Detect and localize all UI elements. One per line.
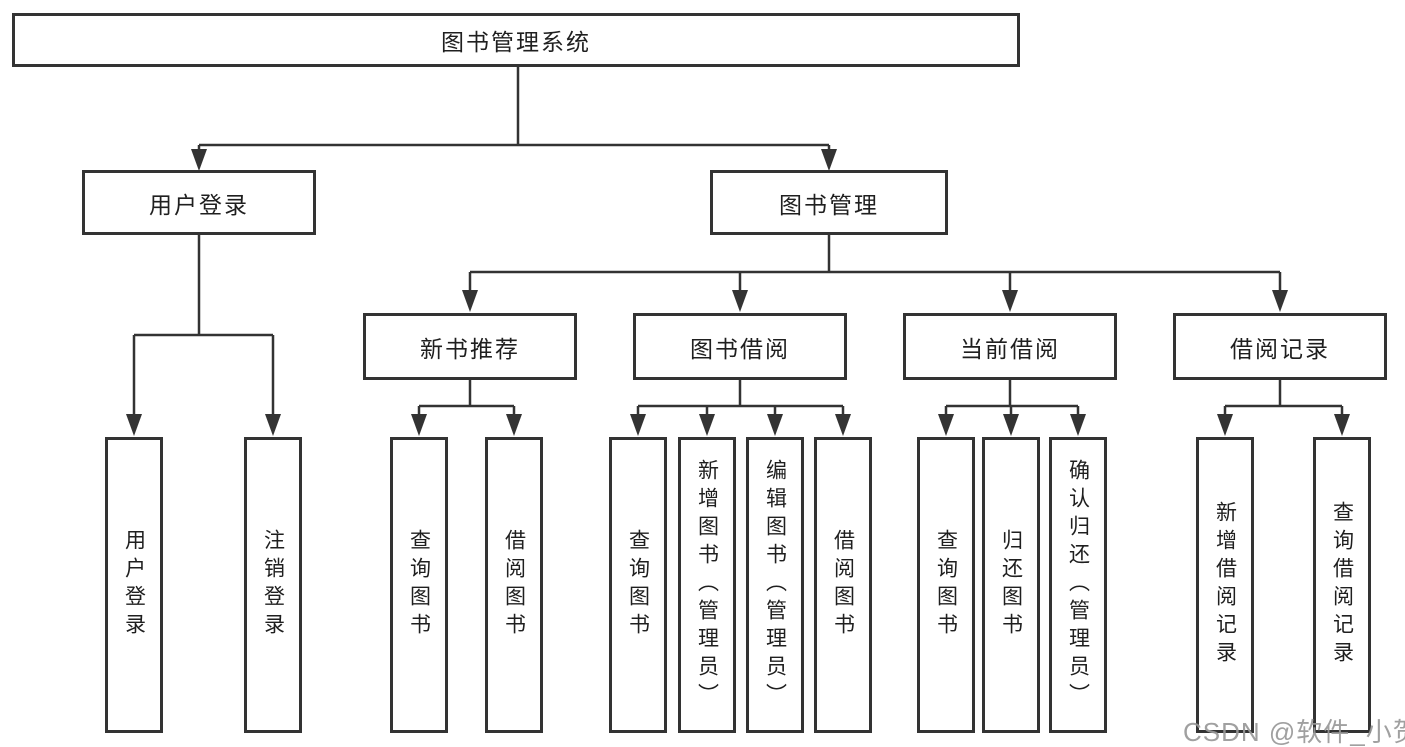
node-label: 当前借阅: [960, 335, 1060, 362]
node-book-management: 图书管理: [710, 170, 948, 235]
node-label: 图书借阅: [690, 335, 790, 362]
node-label: 归还图书: [999, 529, 1023, 641]
node-label: 借阅图书: [831, 529, 855, 641]
connector-book-mgmt-split: [468, 235, 1282, 292]
node-user-login: 用户登录: [82, 170, 316, 235]
connector-user-login-split: [132, 235, 275, 416]
node-label: 新增借阅记录: [1213, 501, 1237, 669]
node-label: 查询图书: [626, 529, 650, 641]
leaf-return-books: 归还图书: [982, 437, 1040, 733]
node-new-book-recommend: 新书推荐: [363, 313, 577, 380]
arrowheads-user-login: [126, 414, 281, 436]
leaf-query-borrow-record: 查询借阅记录: [1313, 437, 1371, 733]
node-label: 编辑图书（管理员）: [763, 459, 787, 711]
arrowheads-level2: [462, 290, 1288, 312]
node-label: 用户登录: [122, 529, 146, 641]
leaf-borrow-books: 借阅图书: [814, 437, 872, 733]
arrowheads-leaves: [411, 414, 1350, 436]
node-label: 注销登录: [261, 529, 285, 641]
leaf-query-books-recommend: 查询图书: [390, 437, 448, 733]
node-label: 借阅图书: [502, 529, 526, 641]
connector-current-borrow-split: [944, 380, 1080, 416]
node-book-borrowing: 图书借阅: [633, 313, 847, 380]
connector-new-books-split: [417, 380, 516, 416]
leaf-edit-books-admin: 编辑图书（管理员）: [746, 437, 804, 733]
csdn-watermark: CSDN @软件_小贺同学: [1183, 717, 1405, 747]
node-label: 图书管理: [779, 191, 879, 218]
node-label: 查询图书: [407, 529, 431, 641]
node-current-borrowing: 当前借阅: [903, 313, 1117, 380]
leaf-borrow-books-recommend: 借阅图书: [485, 437, 543, 733]
leaf-logout: 注销登录: [244, 437, 302, 733]
node-label: 新书推荐: [420, 335, 520, 362]
node-label: 用户登录: [149, 191, 249, 218]
leaf-add-books-admin: 新增图书（管理员）: [678, 437, 736, 733]
node-borrow-records: 借阅记录: [1173, 313, 1387, 380]
node-label: 图书管理系统: [441, 29, 591, 55]
leaf-query-books-borrowing: 查询图书: [609, 437, 667, 733]
leaf-confirm-return-admin: 确认归还（管理员）: [1049, 437, 1107, 733]
leaf-user-login: 用户登录: [105, 437, 163, 733]
node-label: 借阅记录: [1230, 335, 1330, 362]
arrowheads-level1: [191, 149, 837, 171]
node-label: 查询借阅记录: [1330, 501, 1354, 669]
node-root-library-system: 图书管理系统: [12, 13, 1020, 67]
leaf-add-borrow-record: 新增借阅记录: [1196, 437, 1254, 733]
connector-root-split: [197, 67, 831, 151]
node-label: 查询图书: [934, 529, 958, 641]
leaf-query-books-current: 查询图书: [917, 437, 975, 733]
connector-borrow-record-split: [1223, 380, 1344, 416]
node-label: 新增图书（管理员）: [695, 459, 719, 711]
node-label: 确认归还（管理员）: [1066, 459, 1090, 711]
connector-book-borrow-split: [636, 380, 845, 416]
